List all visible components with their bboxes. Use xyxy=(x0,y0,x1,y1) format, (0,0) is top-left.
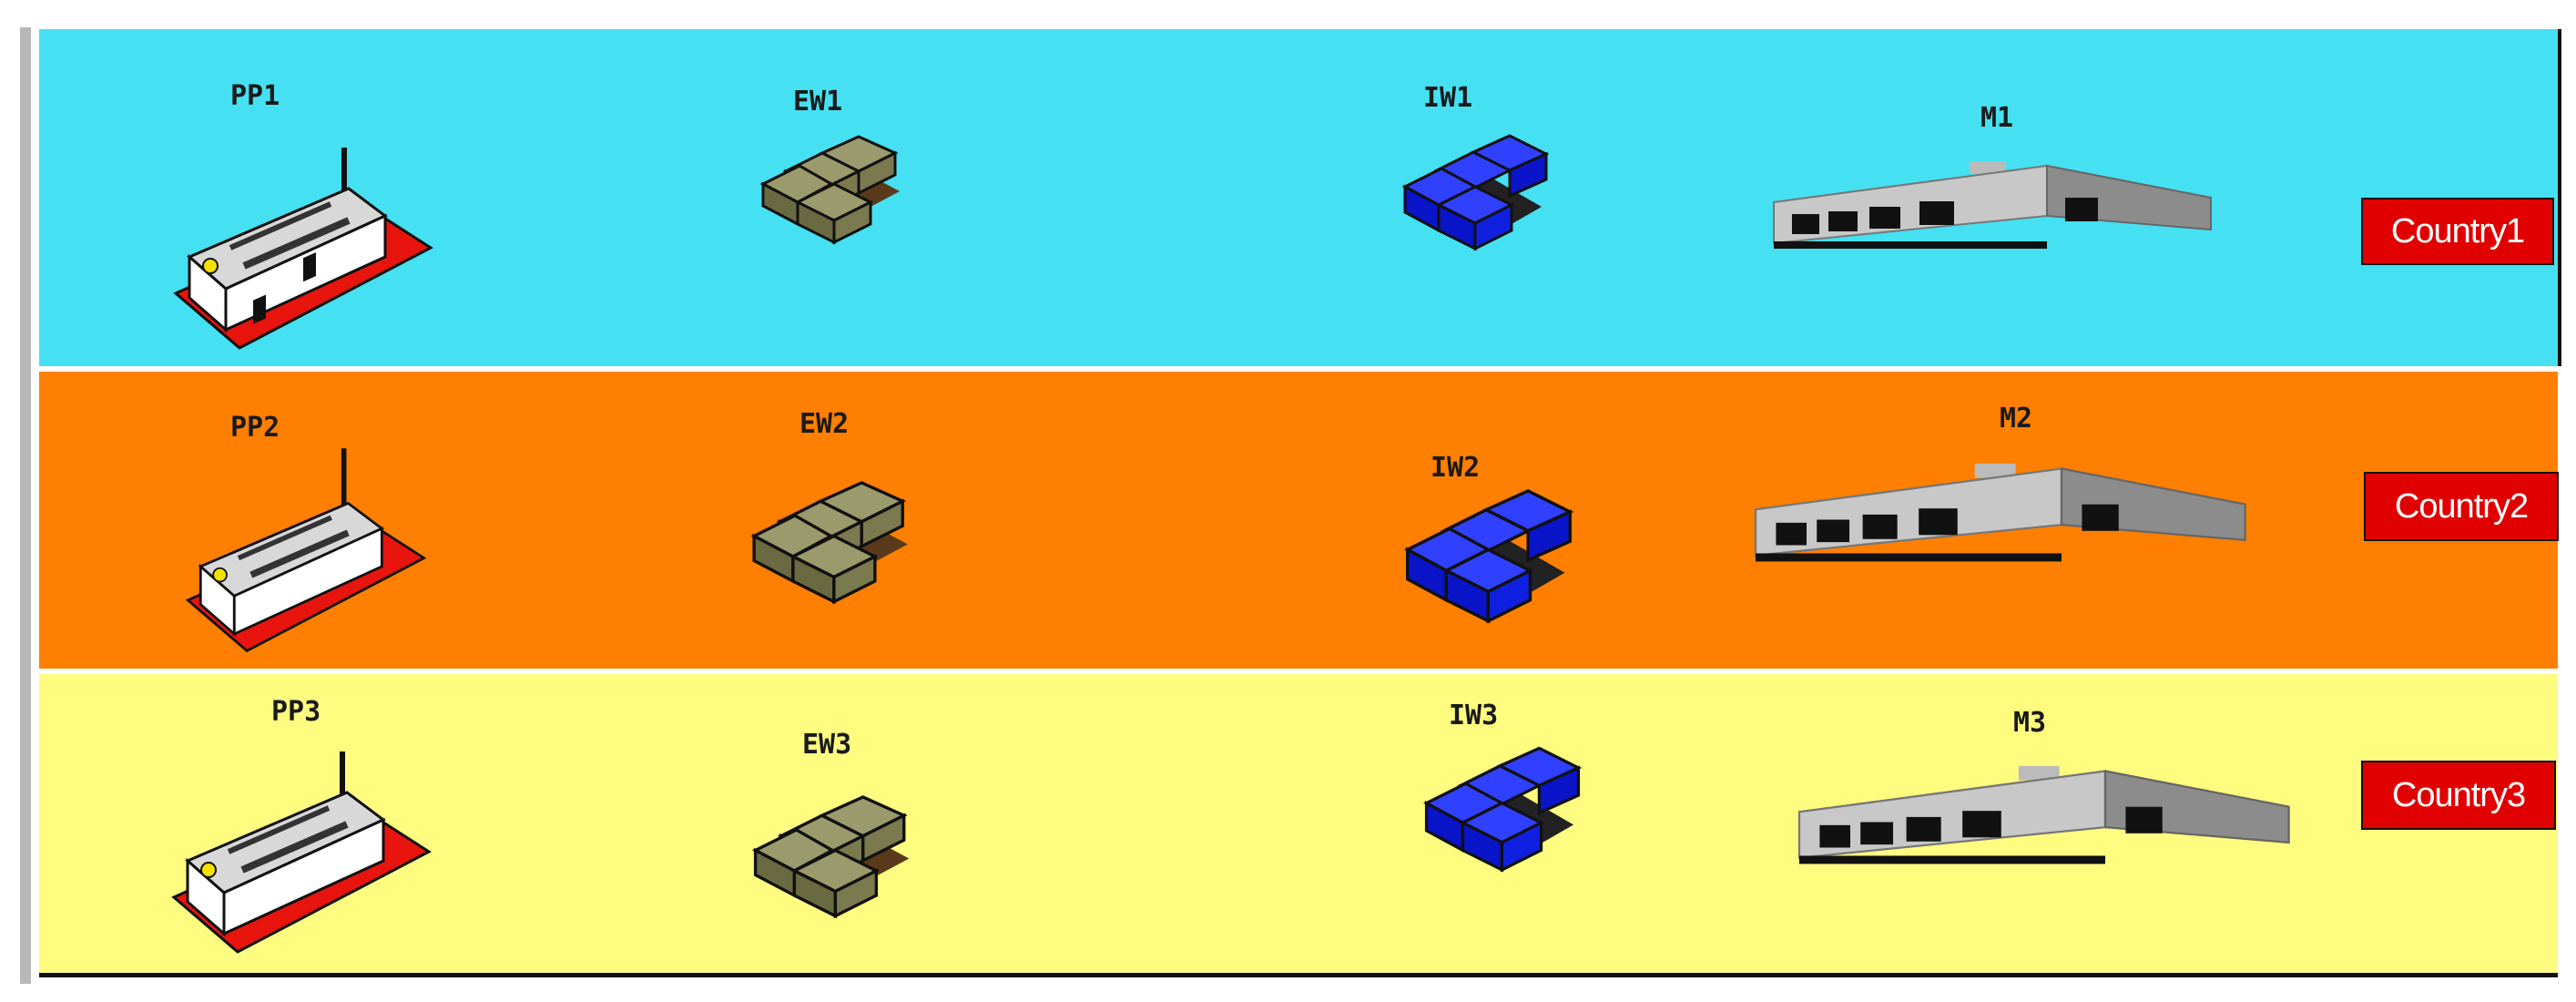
plant-label: PP2 xyxy=(230,412,280,444)
warehouse-building-icon[interactable] xyxy=(1773,161,2229,261)
market-label: M2 xyxy=(2000,403,2033,435)
country-row-1: PP1 EW1 IW1 M1 xyxy=(39,29,2561,366)
export-warehouse-label: EW1 xyxy=(793,86,843,118)
blue-boxes-icon[interactable] xyxy=(1420,746,1584,884)
plant-label: PP3 xyxy=(271,696,321,728)
country-badge[interactable]: Country3 xyxy=(2361,761,2556,830)
country-row-2: PP2 EW2 IW2 M2 Coun xyxy=(39,372,2559,669)
country-badge[interactable]: Country2 xyxy=(2364,472,2559,541)
country-row-3: PP3 EW3 IW3 M3 Coun xyxy=(39,674,2558,977)
market-label: M3 xyxy=(2013,707,2047,739)
blue-boxes-icon[interactable] xyxy=(1402,489,1575,636)
pallet-boxes-icon[interactable] xyxy=(754,135,909,246)
market-label: M1 xyxy=(1980,102,2014,134)
production-plant-icon[interactable] xyxy=(169,440,443,668)
import-warehouse-label: IW1 xyxy=(1423,82,1473,114)
warehouse-building-icon[interactable] xyxy=(1797,765,2309,879)
warehouse-building-icon[interactable] xyxy=(1754,463,2265,577)
production-plant-icon[interactable] xyxy=(160,724,443,970)
import-warehouse-label: IW2 xyxy=(1431,452,1481,484)
export-warehouse-label: EW3 xyxy=(802,729,852,761)
production-plant-icon[interactable] xyxy=(167,120,440,366)
import-warehouse-label: IW3 xyxy=(1449,700,1499,731)
pallet-boxes-icon[interactable] xyxy=(745,795,920,920)
left-border-rule xyxy=(20,27,31,984)
plant-label: PP1 xyxy=(230,80,280,112)
blue-boxes-icon[interactable] xyxy=(1400,134,1551,261)
pallet-boxes-icon[interactable] xyxy=(742,481,920,606)
export-warehouse-label: EW2 xyxy=(799,408,850,440)
country-badge[interactable]: Country1 xyxy=(2361,198,2554,265)
